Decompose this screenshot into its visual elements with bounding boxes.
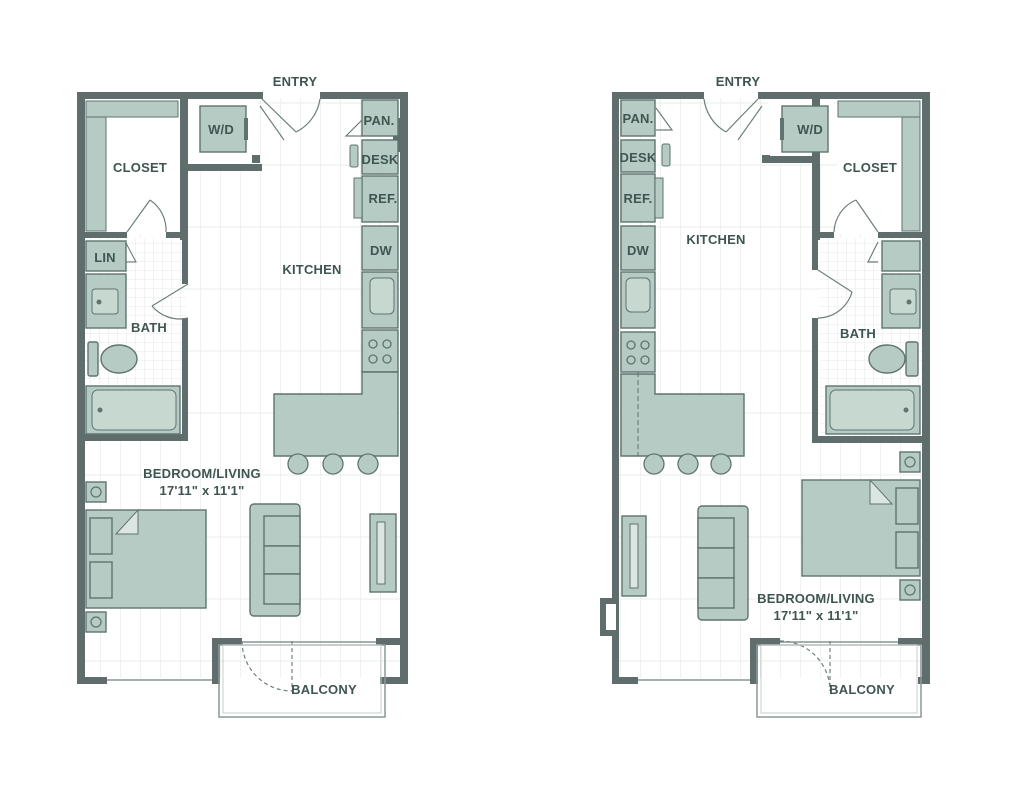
plan-a-bedroom-label: BEDROOM/LIVING (143, 466, 261, 481)
plan-a-kitchen-label: KITCHEN (282, 262, 341, 277)
plan-a-doors (107, 98, 376, 692)
plan-a-balcony-label: BALCONY (291, 682, 357, 697)
plan-a-pantry-label: PAN. (364, 113, 395, 128)
plan-a-wd-label: W/D (208, 122, 234, 137)
plan-b-desk-label: DESK (620, 150, 657, 165)
plan-b-kitchen-cabinets (620, 99, 745, 475)
plan-b-sofa (697, 505, 749, 621)
plan-b-balcony-label: BALCONY (829, 682, 895, 697)
plan-a-bath-fixtures (85, 240, 181, 435)
plan-b-kitchen-label: KITCHEN (686, 232, 745, 247)
plan-a-dw-label: DW (370, 243, 393, 258)
plan-b-dimensions: 17'11" x 11'1" (774, 608, 859, 623)
plan-b-wd-label: W/D (797, 122, 823, 137)
plan-a-walls (77, 92, 408, 684)
plan-b-walls (600, 92, 930, 684)
plan-a-sofa (249, 503, 301, 617)
plan-b-doors (638, 98, 898, 692)
plan-a-closet-label: CLOSET (113, 160, 167, 175)
plan-b-dw-label: DW (627, 243, 650, 258)
plan-a-kitchen-cabinets (273, 99, 399, 475)
washer-dryer-b (781, 105, 829, 153)
plan-b-ref-label: REF. (624, 191, 653, 206)
plan-a-ref-label: REF. (369, 191, 398, 206)
plan-a-dimensions: 17'11" x 11'1" (160, 483, 245, 498)
plan-b-bath-fixtures (825, 240, 921, 435)
plan-b-pantry-label: PAN. (623, 111, 654, 126)
plan-a-entry-label: ENTRY (273, 74, 318, 89)
plan-b-bed (801, 451, 921, 601)
plan-a-bed (85, 481, 207, 633)
floor-plan-a: ENTRY W/D CLOSET LIN BATH KITCHEN PAN. D… (77, 74, 408, 718)
floor-plan-b: ENTRY W/D CLOSET BATH KITCHEN PAN. DESK … (600, 74, 930, 718)
plan-b-bedroom-label: BEDROOM/LIVING (757, 591, 875, 606)
plan-b-bath-label: BATH (840, 326, 876, 341)
plan-b-closet-label: CLOSET (843, 160, 897, 175)
plan-a-desk-label: DESK (362, 152, 399, 167)
plan-a-bath-label: BATH (131, 320, 167, 335)
plan-a-lin-label: LIN (94, 250, 116, 265)
plan-b-entry-label: ENTRY (716, 74, 761, 89)
